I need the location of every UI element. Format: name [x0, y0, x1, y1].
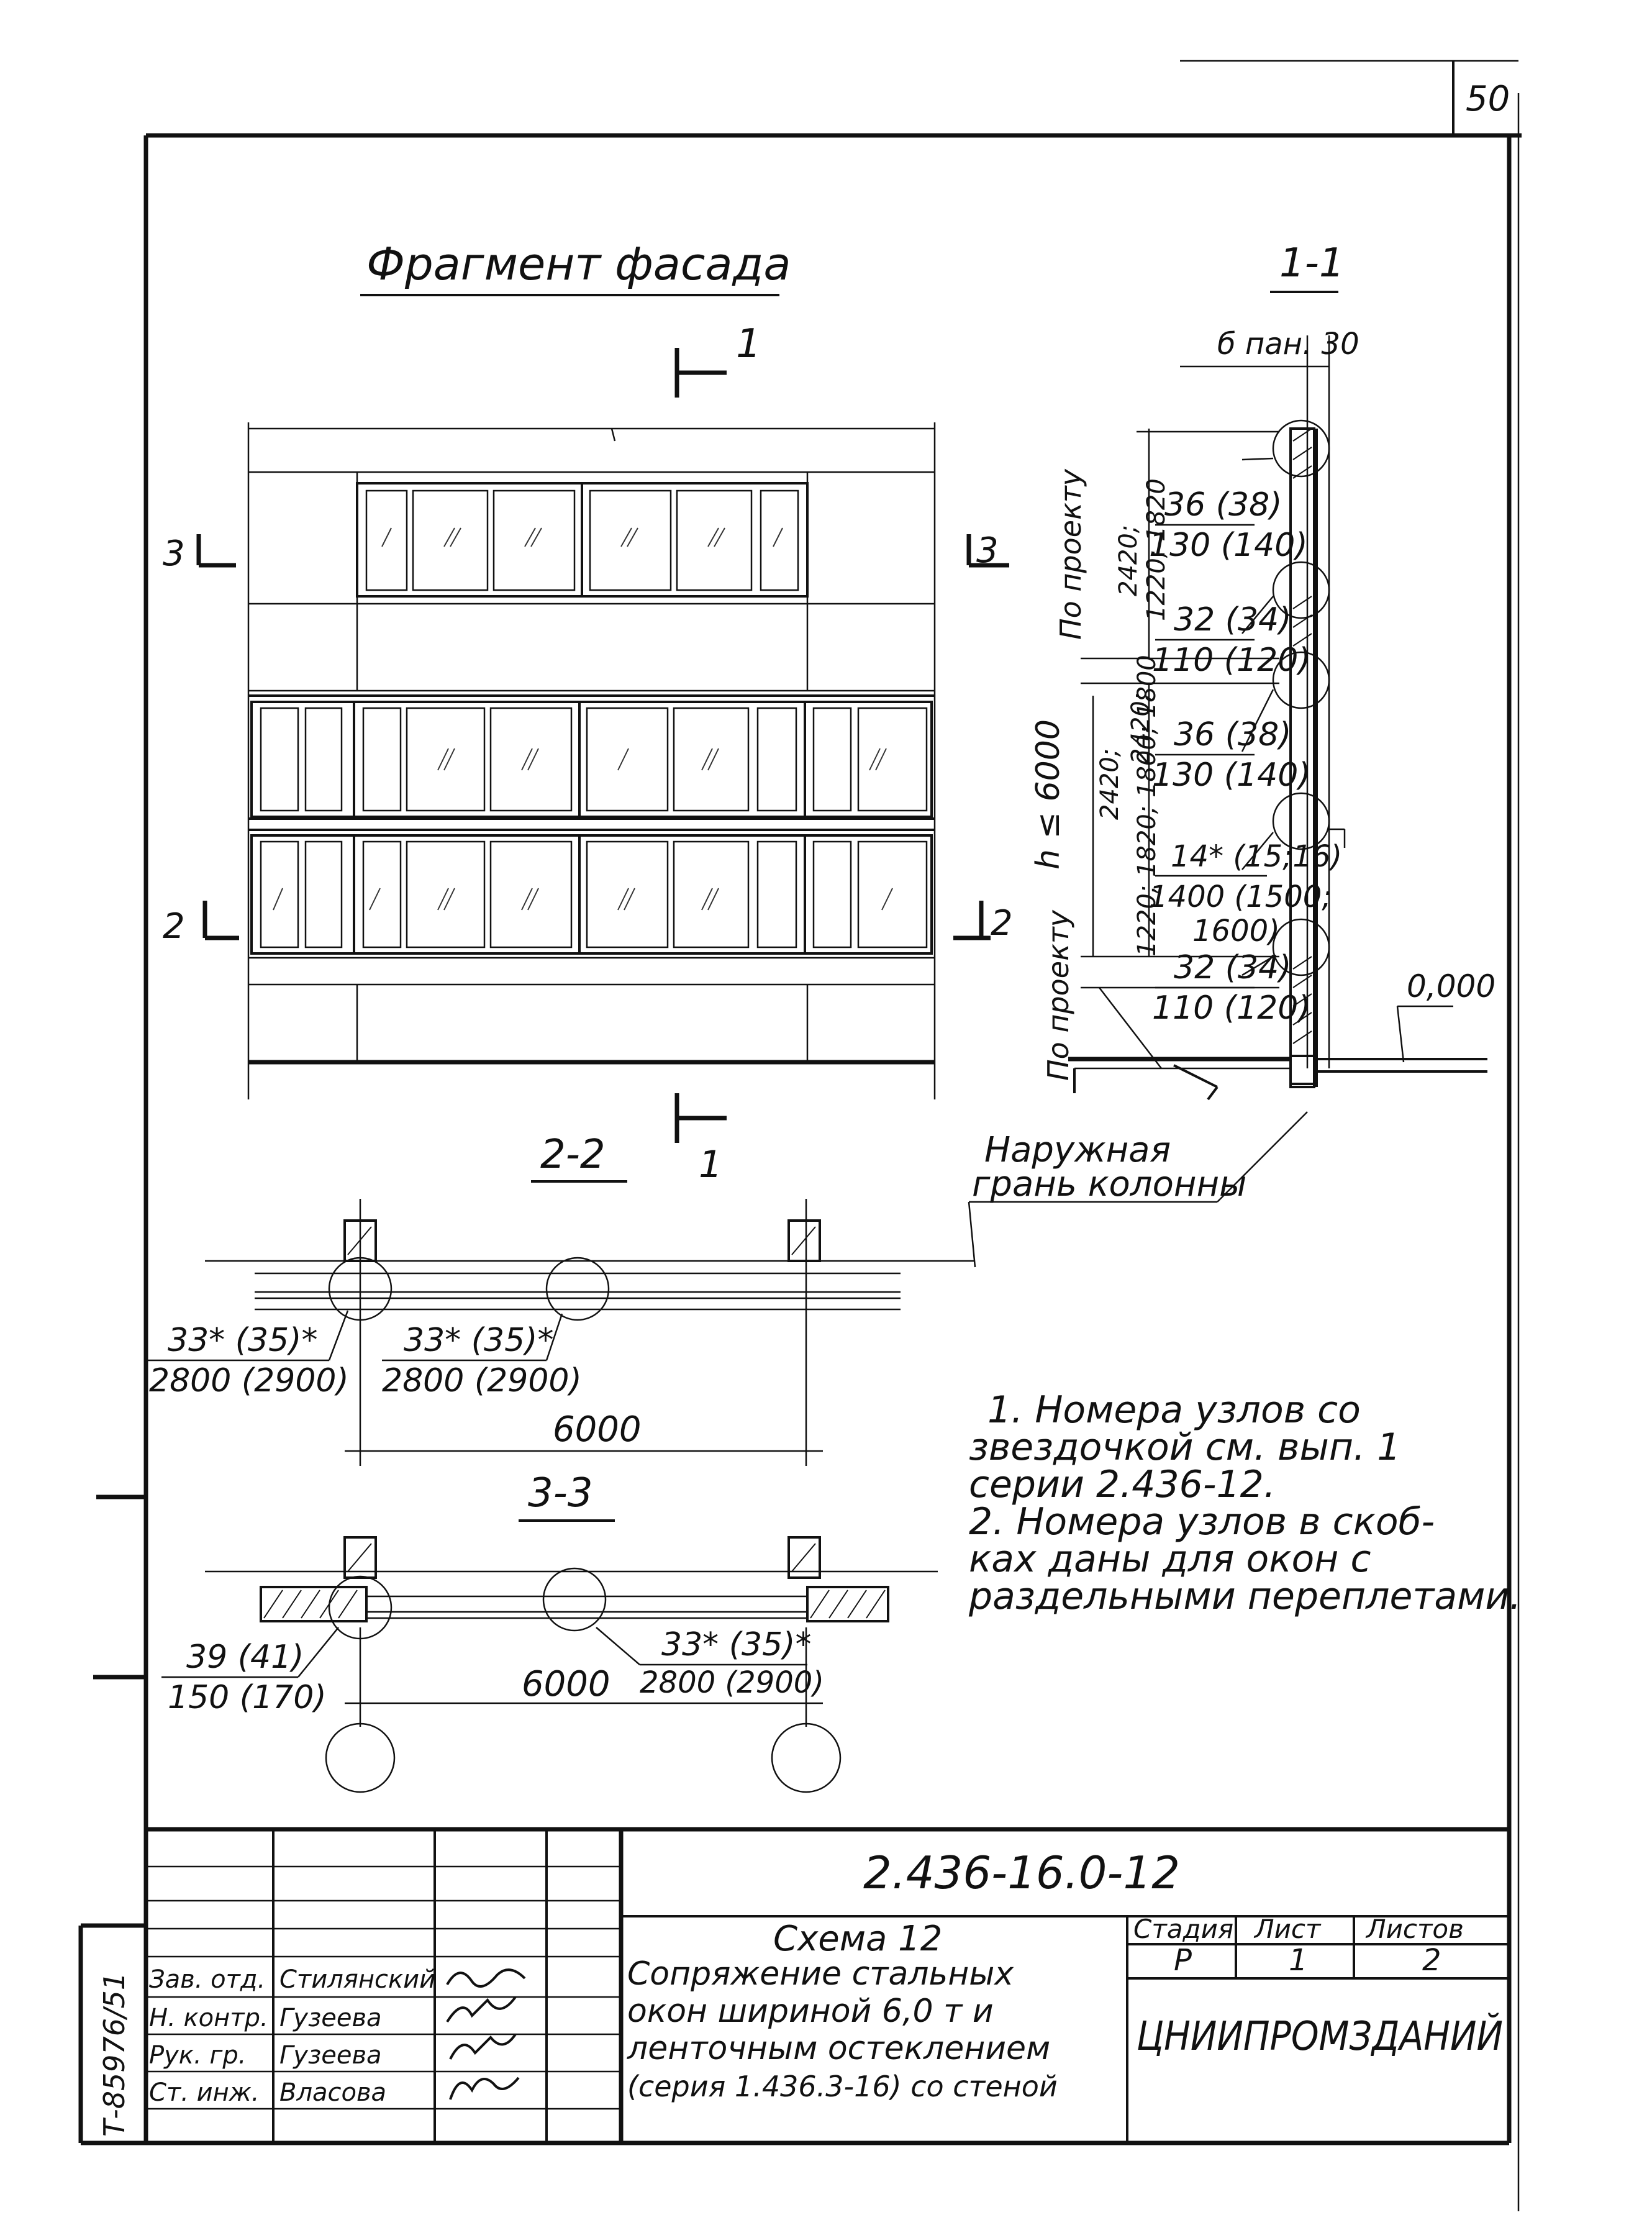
stage-value: Р: [1174, 1943, 1192, 1978]
section-1-1-title: 1-1: [1279, 240, 1345, 286]
sheet-frame: [143, 60, 1522, 2211]
sheet-header: Лист: [1253, 1914, 1322, 1944]
node-1-top: 36 (38): [1164, 486, 1282, 524]
s22-node-mid-top: 33* (35)*: [404, 1322, 553, 1359]
cut-2-right-label: 2: [991, 903, 1013, 944]
s22-node-mid-bottom: 2800 (2900): [382, 1362, 582, 1399]
facade-fragment: 1 1 3 3 2 2: [163, 321, 1013, 1186]
title-block-grid: [78, 1494, 1509, 2145]
node-2-top: 32 (34): [1174, 601, 1291, 639]
note-line-2: звездочкой см. вып. 1: [969, 1426, 1400, 1469]
note-line-1: 1. Номера узлов со: [987, 1388, 1361, 1432]
inventory-number: Т-85976/51: [98, 1972, 131, 2137]
staff-name-4: Власова: [279, 2078, 386, 2107]
note-line-6: раздельными переплетами.: [968, 1575, 1521, 1618]
column-face-label-line-1: Наружная: [984, 1130, 1171, 1170]
node-2-bottom: 110 (120): [1152, 642, 1311, 679]
note-project-bottom: По проекту: [1042, 909, 1075, 1081]
height-group-2-line-2: 2420;: [1127, 693, 1155, 764]
s33-node-left-bottom: 150 (170): [168, 1679, 327, 1716]
note-line-5: ках даны для окон с: [969, 1537, 1371, 1581]
height-group-2-line-1: 2420;: [1096, 748, 1124, 820]
note-line-3: серии 2.436-12.: [969, 1463, 1276, 1506]
s22-span: 6000: [553, 1409, 642, 1450]
staff-name-2: Гузеева: [279, 2004, 382, 2032]
glazing-marks: [273, 527, 893, 911]
section-1-1-node-labels: 36 (38) 130 (140) 32 (34) 110 (120) 36 (…: [1149, 486, 1342, 1027]
sheet-value: 1: [1289, 1943, 1308, 1978]
node-3-top: 36 (38): [1174, 716, 1291, 753]
staff-role-2: Н. контр.: [149, 2004, 268, 2032]
cut-3-left-label: 3: [163, 534, 185, 574]
s33-node-mid-top: 33* (35)*: [661, 1626, 811, 1663]
sheet-number: 50: [1466, 79, 1510, 119]
s33-node-left-top: 39 (41): [186, 1639, 304, 1676]
level-mark: 0,000: [1407, 968, 1495, 1004]
section-1-1-top-label: б пан. 30: [1217, 327, 1359, 362]
h-limit-label: h ≤ 6000: [1030, 719, 1067, 870]
section-2-2-title: 2-2: [540, 1132, 606, 1178]
description-line-3: ленточным остеклением: [627, 2030, 1050, 2067]
document-code: 2.436-16.0-12: [863, 1847, 1180, 1899]
cut-3-right-label: 3: [976, 530, 999, 571]
staff-list: Зав. отд. Стилянский Н. контр. Гузеева Р…: [149, 1965, 435, 2107]
section-3-3-title: 3-3: [528, 1470, 593, 1516]
scheme-name: Схема 12: [773, 1919, 942, 1959]
node-3-bottom: 130 (140): [1152, 757, 1311, 794]
note-project-top: По проекту: [1054, 468, 1087, 640]
staff-name-1: Стилянский: [279, 1965, 435, 1994]
s22-node-left-top: 33* (35)*: [168, 1322, 317, 1359]
height-group-1-line-2: 1220; 1820: [1142, 478, 1171, 621]
staff-role-3: Рук. гр.: [149, 2041, 247, 2070]
organization-name: ЦНИИПРОМЗДАНИЙ: [1137, 2013, 1503, 2060]
stage-header: Стадия: [1133, 1914, 1233, 1944]
node-4-extra: 1600): [1192, 914, 1280, 948]
height-group-1-line-1: 2420;: [1114, 525, 1143, 596]
cut-2-left-label: 2: [163, 906, 185, 947]
node-5-top: 32 (34): [1174, 949, 1291, 986]
s33-node-mid-bottom: 2800 (2900): [640, 1665, 824, 1700]
s33-span: 6000: [522, 1664, 610, 1704]
description-line-2: окон шириной 6,0 т и: [627, 1993, 994, 2030]
cut-1-top-label: 1: [736, 321, 761, 367]
description-line-4: (серия 1.436.3-16) со стеной: [627, 2070, 1058, 2103]
node-5-bottom: 110 (120): [1152, 989, 1311, 1027]
staff-role-4: Ст. инж.: [149, 2078, 260, 2107]
node-1-bottom: 130 (140): [1149, 527, 1308, 564]
staff-role-1: Зав. отд.: [149, 1965, 265, 1994]
sheets-value: 2: [1422, 1943, 1441, 1978]
facade-title: Фрагмент фасада: [366, 238, 791, 290]
note-line-4: 2. Номера узлов в скоб-: [969, 1500, 1435, 1544]
sheets-header: Листов: [1365, 1914, 1464, 1944]
description-line-1: Сопряжение стальных: [627, 1955, 1014, 1993]
column-face-label-line-2: грань колонны: [972, 1164, 1246, 1204]
cut-1-bottom-label: 1: [699, 1143, 722, 1186]
node-4-bottom: 1400 (1500;: [1149, 880, 1332, 914]
node-4-top: 14* (15;16): [1171, 839, 1342, 874]
general-notes: 1. Номера узлов со звездочкой см. вып. 1…: [968, 1388, 1521, 1618]
section-2-2-drawing: [205, 1199, 975, 1466]
section-3-3-drawing: [205, 1536, 938, 1793]
height-group-2-line-3: 1220; 1820; 1800; 1800: [1133, 655, 1161, 957]
staff-name-3: Гузеева: [279, 2041, 382, 2070]
s22-node-left-bottom: 2800 (2900): [149, 1362, 349, 1399]
signatures: [446, 1968, 526, 2100]
